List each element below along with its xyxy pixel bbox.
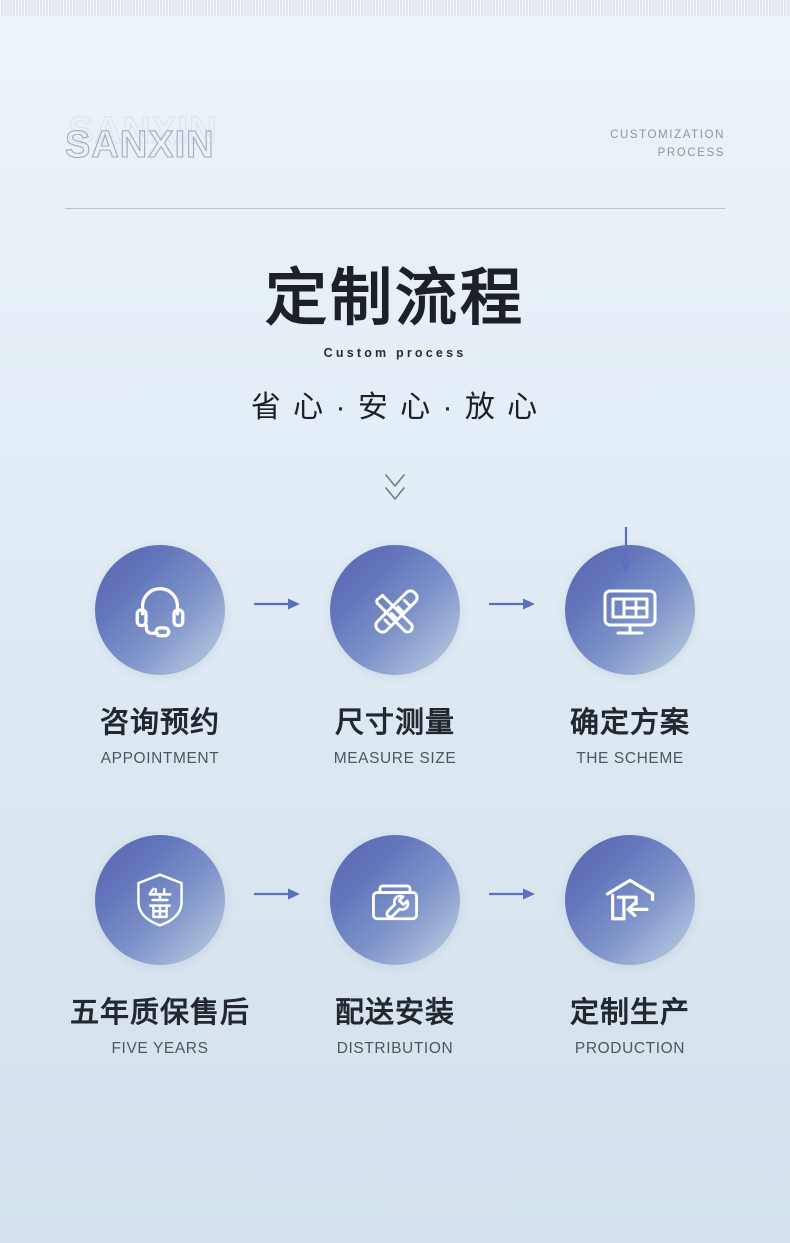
top-photo-strip bbox=[0, 0, 790, 16]
step-icon-circle bbox=[95, 545, 225, 675]
process-row-1: 咨询预约 APPOINTMENT bbox=[0, 545, 790, 768]
arrow-right-icon bbox=[488, 598, 535, 610]
arrow-right-icon bbox=[253, 598, 300, 610]
title-block: 定制流程 Custom process 省 心 · 安 心 · 放 心 bbox=[0, 262, 790, 426]
chevron-down-icon-2 bbox=[385, 487, 405, 500]
step-icon-circle bbox=[565, 835, 695, 965]
connector-arrow-2 bbox=[485, 597, 540, 611]
connector-arrow-4 bbox=[485, 887, 540, 901]
header-divider bbox=[65, 208, 725, 209]
arrow-right-icon bbox=[488, 888, 535, 900]
step-label-en: APPOINTMENT bbox=[100, 750, 220, 767]
step-label-en: DISTRIBUTION bbox=[336, 1040, 454, 1057]
step-label-en: PRODUCTION bbox=[574, 1040, 686, 1057]
headset-icon bbox=[135, 587, 185, 638]
step-label-en: FIVE YEARS bbox=[111, 1040, 209, 1057]
arrow-right-icon bbox=[253, 888, 300, 900]
process-step-measure[interactable]: 尺寸测量 MEASURE SIZE bbox=[305, 545, 485, 768]
scroll-hint bbox=[0, 474, 790, 502]
warehouse-icon bbox=[605, 878, 655, 921]
step-icon-circle bbox=[330, 545, 460, 675]
shield-sale-icon bbox=[137, 873, 183, 927]
step-icon-circle bbox=[95, 835, 225, 965]
step-label-en: MEASURE SIZE bbox=[333, 750, 457, 767]
process-step-scheme[interactable]: 确定方案 THE SCHEME bbox=[540, 545, 720, 768]
process-row-2: 五年质保售后 FIVE YEARS 配送安装 bbox=[0, 835, 790, 1058]
monitor-plan-icon bbox=[603, 589, 657, 635]
step-label-cn: 确定方案 bbox=[569, 707, 690, 739]
step-label-cn: 定制生产 bbox=[569, 997, 690, 1029]
toolbox-icon bbox=[372, 884, 418, 921]
brand-logo-text: SANXIN bbox=[64, 123, 215, 166]
brand-logo: SANXIN SANXIN bbox=[64, 109, 405, 172]
step-icon-circle bbox=[330, 835, 460, 965]
section-kicker-line2: PROCESS bbox=[657, 147, 725, 159]
step-label-cn: 咨询预约 bbox=[99, 707, 220, 739]
step-label-en: THE SCHEME bbox=[576, 750, 684, 767]
brand-logo-shadow-text: SANXIN bbox=[67, 109, 218, 152]
process-step-distribution[interactable]: 配送安装 DISTRIBUTION bbox=[305, 835, 485, 1058]
step-label-cn: 配送安装 bbox=[334, 997, 455, 1029]
process-step-production[interactable]: 定制生产 PRODUCTION bbox=[540, 835, 720, 1058]
process-step-appointment[interactable]: 咨询预约 APPOINTMENT bbox=[70, 545, 250, 768]
step-icon-circle bbox=[565, 545, 695, 675]
page-header: SANXIN SANXIN CUSTOMIZATION PROCESS bbox=[64, 109, 725, 210]
connector-arrow-1 bbox=[250, 597, 305, 611]
chevron-down-icon bbox=[385, 474, 405, 487]
step-label-cn: 五年质保售后 bbox=[70, 997, 251, 1029]
process-step-warranty[interactable]: 五年质保售后 FIVE YEARS bbox=[70, 835, 250, 1058]
section-kicker: CUSTOMIZATION PROCESS bbox=[610, 126, 725, 162]
step-label-cn: 尺寸测量 bbox=[334, 707, 455, 739]
ruler-pencil-icon bbox=[374, 589, 419, 634]
section-kicker-line1: CUSTOMIZATION bbox=[610, 129, 725, 141]
page-title: 定制流程 bbox=[264, 264, 525, 333]
page-subtitle-en: Custom process bbox=[323, 346, 467, 360]
connector-arrow-3 bbox=[250, 887, 305, 901]
process-grid: 咨询预约 APPOINTMENT bbox=[0, 527, 790, 1058]
page-slogan: 省 心 · 安 心 · 放 心 bbox=[250, 391, 540, 424]
